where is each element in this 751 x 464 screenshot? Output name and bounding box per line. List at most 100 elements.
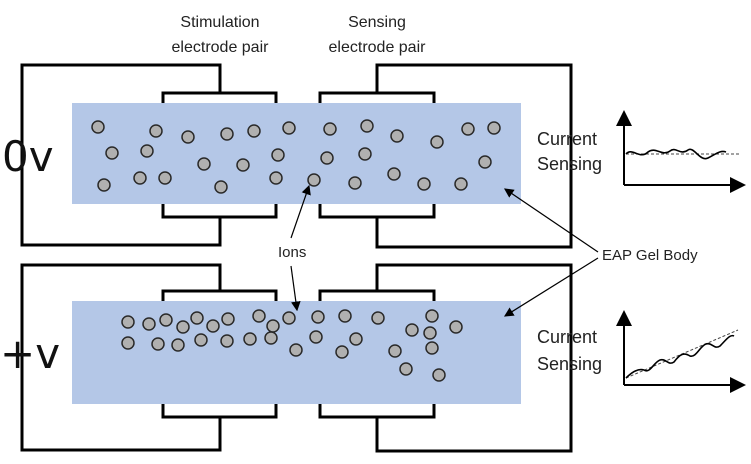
ion <box>220 334 234 348</box>
top-signal-graph <box>616 110 746 193</box>
ion <box>159 313 173 327</box>
ion <box>236 158 250 172</box>
ion <box>425 309 439 323</box>
ions-label: Ions <box>278 244 306 261</box>
ion <box>371 311 385 325</box>
top-stimulation-wire <box>20 63 222 247</box>
ion <box>121 336 135 350</box>
top-stim-electrode-upper <box>161 91 278 103</box>
gel-body-label: EAP Gel Body <box>602 247 698 264</box>
ion <box>247 124 261 138</box>
ion <box>151 337 165 351</box>
top-gel-body <box>72 103 521 204</box>
ion <box>266 319 280 333</box>
ion <box>190 311 204 325</box>
ion <box>97 178 111 192</box>
gel-arrow-bottom <box>503 257 599 317</box>
ion <box>360 119 374 133</box>
ion <box>307 173 321 187</box>
bottom-sensing-wire <box>375 263 573 453</box>
gel-arrow-top <box>504 188 599 253</box>
ion <box>417 177 431 191</box>
ion <box>358 147 372 161</box>
bottom-signal-graph <box>616 310 746 393</box>
ion <box>269 171 283 185</box>
stimulation-label-2: electrode pair <box>172 39 270 56</box>
ion <box>140 144 154 158</box>
ion <box>338 309 352 323</box>
top-graph-signal <box>625 148 727 160</box>
ion <box>197 157 211 171</box>
ions-arrow-top <box>290 184 311 239</box>
ion <box>478 155 492 169</box>
ion <box>271 148 285 162</box>
ion <box>430 135 444 149</box>
top-sense-electrode-lower <box>318 204 436 219</box>
top-stim-electrode-lower <box>161 204 278 219</box>
top-sense-electrode-upper <box>318 91 436 103</box>
ion <box>487 121 501 135</box>
ion <box>432 368 446 382</box>
sensing-label-2: electrode pair <box>329 39 427 56</box>
ions-arrow-bottom <box>290 265 301 312</box>
ion <box>423 326 437 340</box>
ion <box>311 310 325 324</box>
ion <box>405 323 419 337</box>
ion <box>425 341 439 355</box>
stimulation-label-1: Stimulation <box>180 14 259 31</box>
ion <box>282 121 296 135</box>
bottom-stimulation-wire <box>20 263 222 452</box>
bottom-graph-signal <box>625 334 735 379</box>
ion <box>309 330 323 344</box>
ion <box>320 151 334 165</box>
ion <box>121 315 135 329</box>
ion <box>221 312 235 326</box>
ion <box>181 130 195 144</box>
ion <box>282 311 296 325</box>
ion <box>158 171 172 185</box>
ion <box>214 180 228 194</box>
bottom-ions <box>121 309 463 382</box>
ion <box>461 122 475 136</box>
ion <box>105 146 119 160</box>
ion <box>449 320 463 334</box>
bottom-stim-electrode-upper <box>161 289 278 301</box>
ion <box>194 333 208 347</box>
top-voltage-label: 0v <box>2 132 54 181</box>
bottom-sense-electrode-upper <box>318 289 436 301</box>
top-sensing-wire <box>375 63 573 249</box>
ion <box>142 317 156 331</box>
bottom-sensing-label: Sensing <box>537 354 602 374</box>
ion <box>349 332 363 346</box>
bottom-stim-electrode-lower <box>161 404 278 419</box>
top-ions <box>91 119 501 194</box>
ion <box>388 344 402 358</box>
ion <box>289 343 303 357</box>
bottom-sense-electrode-lower <box>318 404 436 419</box>
ion <box>243 332 257 346</box>
ion <box>176 320 190 334</box>
top-panel: 0v Current Sensing <box>2 63 746 249</box>
ion <box>323 122 337 136</box>
ion <box>171 338 185 352</box>
bottom-current-label: Current <box>537 327 597 347</box>
ion <box>454 177 468 191</box>
ion <box>133 171 147 185</box>
bottom-panel: +v Current Sensing <box>0 263 746 453</box>
ion <box>91 120 105 134</box>
ion <box>252 309 266 323</box>
ion <box>206 319 220 333</box>
ion <box>390 129 404 143</box>
ion <box>220 127 234 141</box>
bottom-voltage-label: +v <box>0 329 60 378</box>
ion <box>399 362 413 376</box>
ion <box>348 176 362 190</box>
ion <box>149 124 163 138</box>
top-current-label: Current <box>537 129 597 149</box>
sensing-label-1: Sensing <box>348 14 406 31</box>
ion <box>335 345 349 359</box>
ion <box>264 331 278 345</box>
ion <box>387 167 401 181</box>
top-sensing-label: Sensing <box>537 154 602 174</box>
